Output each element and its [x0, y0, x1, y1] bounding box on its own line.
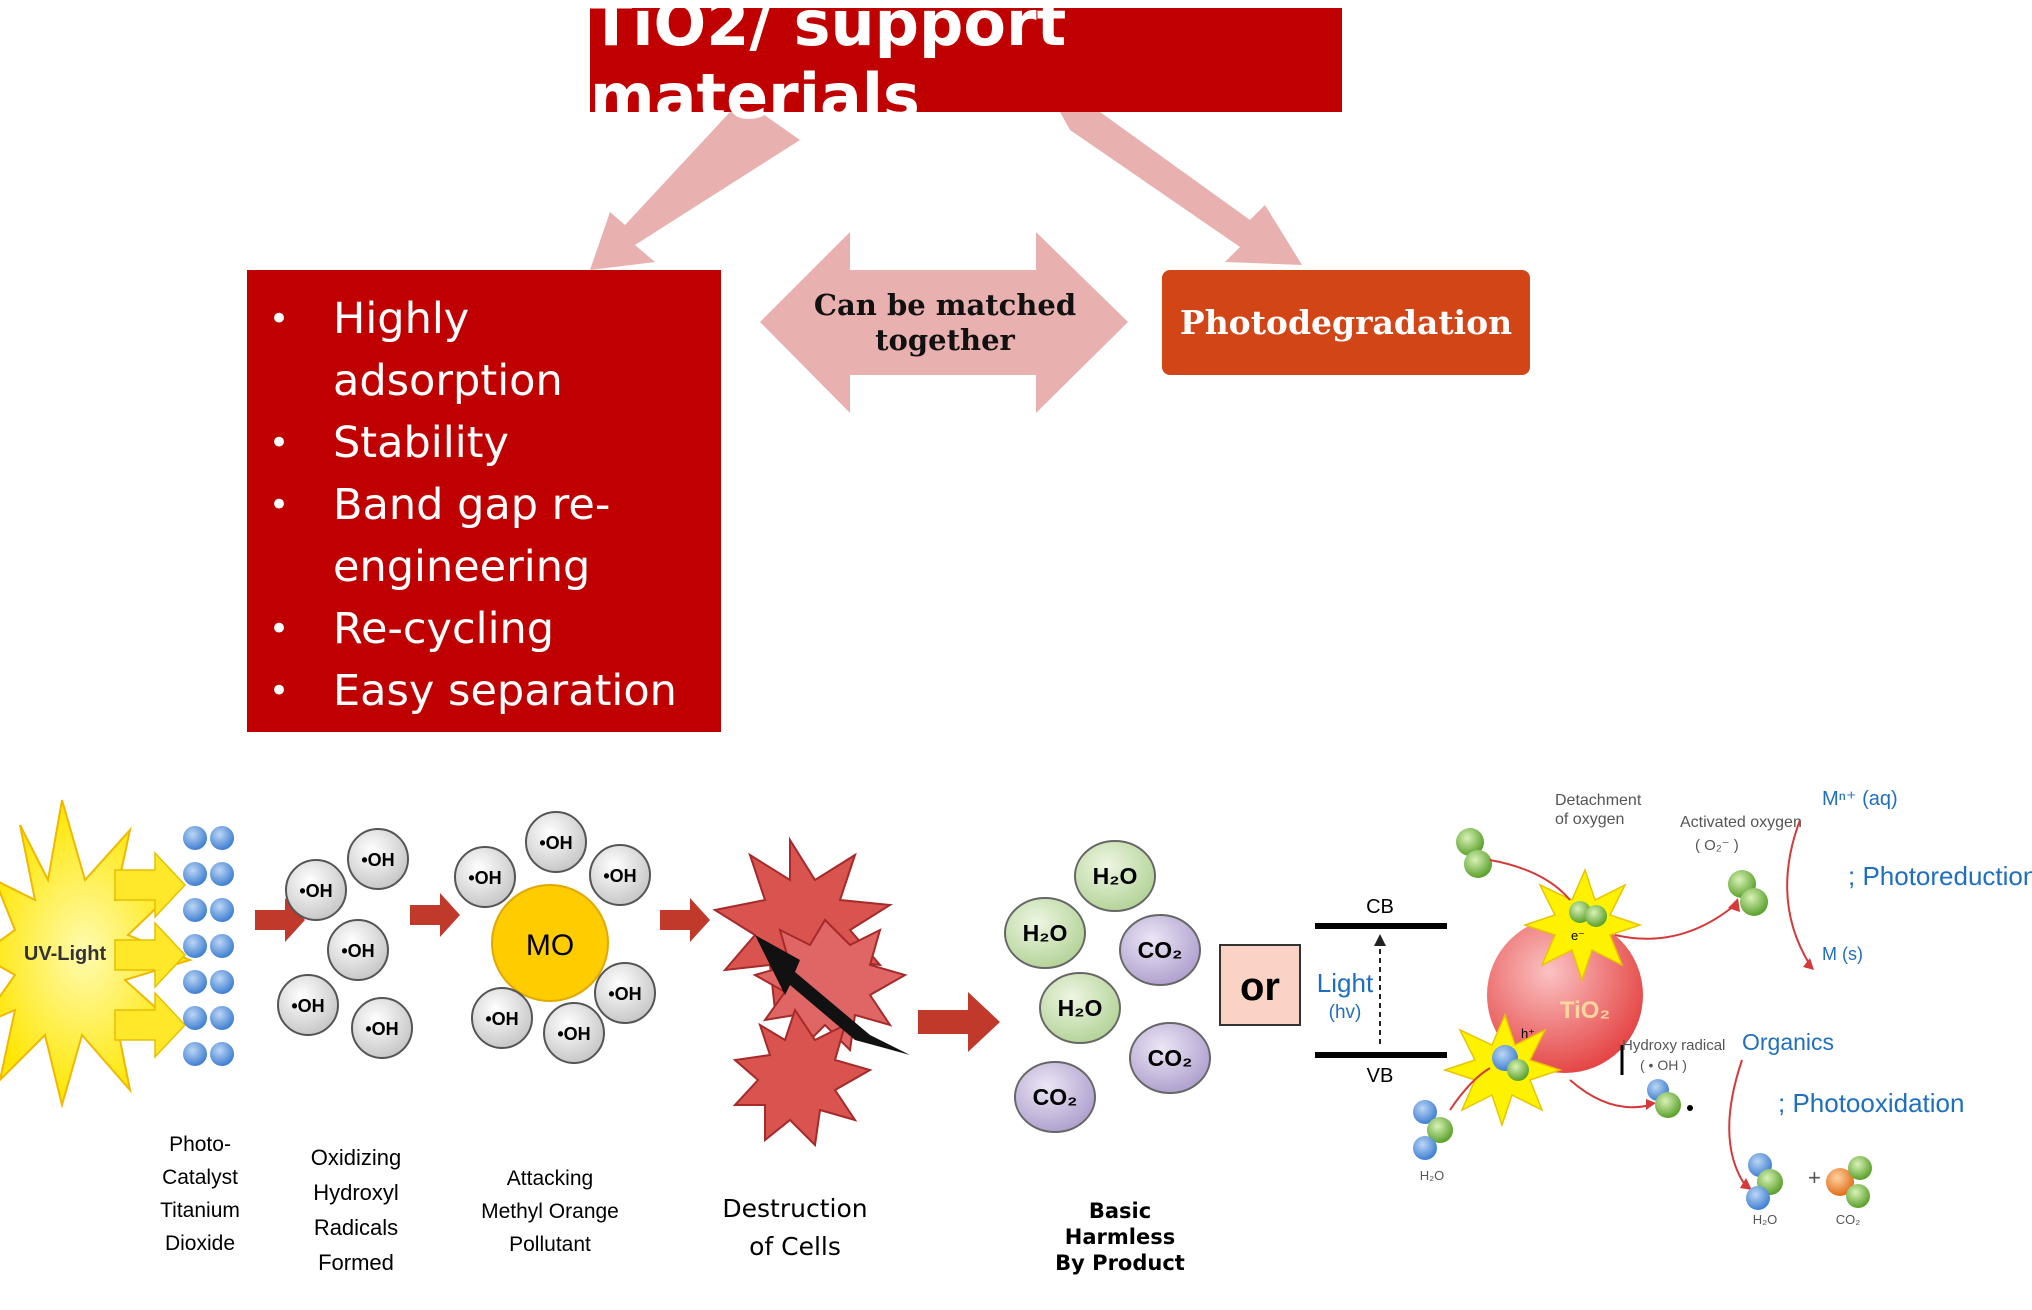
- caption-catalyst: Photo- Catalyst Titanium Dioxide: [160, 1133, 240, 1255]
- caption-hydroxyl: Oxidizing Hydroxyl Radicals Formed: [310, 1145, 402, 1275]
- co2-label: CO₂: [1033, 1084, 1078, 1110]
- mn-label: Mⁿ⁺ (aq): [1822, 788, 1898, 810]
- e-label: e⁻: [1571, 928, 1585, 943]
- property-item: Highly adsorption: [269, 288, 711, 412]
- mo-label: MO: [526, 929, 574, 962]
- byproduct-group: H₂O H₂O CO₂ H₂O CO₂ CO₂: [1004, 840, 1211, 1133]
- h-label: h⁺: [1521, 1026, 1535, 1041]
- uv-arrow: [114, 921, 187, 989]
- detachment-line: of oxygen: [1555, 811, 1624, 828]
- oh-label: •OH: [365, 1019, 398, 1039]
- title-box: TiO2/ support materials: [590, 0, 1342, 133]
- oh-label: •OH: [468, 868, 501, 888]
- photooxidation-label: ; Photooxidation: [1778, 1088, 1964, 1118]
- tio2-mech-label: TiO₂: [1560, 997, 1610, 1024]
- hydroxy-formula: ( • OH ): [1640, 1057, 1687, 1073]
- cb-label: CB: [1366, 896, 1394, 918]
- caption-harmless: Basic Harmless By Product: [1055, 1199, 1185, 1275]
- band-diagram: CB VB Light (hv): [1315, 896, 1447, 1087]
- arrow-to-properties: [590, 112, 800, 270]
- process-arrow: [918, 992, 1000, 1052]
- activated-formula: ( O₂⁻ ): [1695, 837, 1739, 854]
- matched-label: Can be matched together: [813, 288, 1077, 357]
- photocatalysis-mechanism: TiO₂ e⁻ h⁺ Detachment of oxygen Activated…: [1413, 788, 2032, 1227]
- h2o-product-label: H₂O: [1753, 1212, 1778, 1227]
- process-arrow: [410, 893, 460, 937]
- h2o-label: H₂O: [1093, 863, 1138, 889]
- oh-label: •OH: [291, 996, 324, 1016]
- organics-label: Organics: [1742, 1029, 1834, 1055]
- photoreduction-label: ; Photoreduction: [1848, 861, 2032, 891]
- oh-label: •OH: [557, 1024, 590, 1044]
- uv-light-label: UV-Light: [24, 943, 107, 965]
- caption-destruction: Destruction of Cells: [722, 1194, 868, 1261]
- process-diagram: UV-Light •OH •OH •OH •OH •OH MO •OH •: [0, 788, 2032, 1227]
- or-box: [1219, 944, 1301, 1026]
- methyl-orange-group: MO •OH •OH •OH •OH •OH •OH: [454, 811, 656, 1064]
- h2o-label: H₂O: [1023, 920, 1068, 946]
- top-arrows: [590, 112, 1302, 413]
- co2-label: CO₂: [1138, 937, 1183, 963]
- vb-label: VB: [1367, 1065, 1394, 1087]
- properties-box: Highly adsorption Stability Band gap re-…: [247, 270, 721, 732]
- process-arrow: [660, 898, 710, 942]
- detachment-line: Detachment: [1555, 792, 1642, 809]
- oh-label: •OH: [485, 1009, 518, 1029]
- oh-label: •OH: [361, 850, 394, 870]
- property-item: Band gap re-engineering: [269, 474, 711, 598]
- caption-attacking: Attacking Methyl Orange Pollutant: [481, 1167, 619, 1256]
- oh-label: •OH: [603, 866, 636, 886]
- oh-label: •OH: [539, 833, 572, 853]
- property-item: Re-cycling: [269, 598, 711, 660]
- co2-label: CO₂: [1148, 1045, 1193, 1071]
- destruction-icon: [712, 836, 910, 1148]
- oh-label: •OH: [299, 881, 332, 901]
- photodegradation-box: Photodegradation: [1162, 270, 1530, 375]
- light-label: Light: [1317, 968, 1374, 998]
- property-item: Stability: [269, 412, 711, 474]
- hydroxyl-group: •OH •OH •OH •OH •OH: [277, 828, 413, 1059]
- properties-list: Highly adsorption Stability Band gap re-…: [247, 288, 711, 722]
- tio2-particles: [183, 826, 234, 1066]
- oh-label: •OH: [608, 984, 641, 1004]
- m-s-label: M (s): [1822, 944, 1863, 964]
- plus-sign: +: [1808, 1165, 1821, 1190]
- uv-arrow: [114, 991, 187, 1059]
- photodegradation-text: Photodegradation: [1179, 303, 1513, 342]
- oh-label: •OH: [341, 941, 374, 961]
- h2o-mech-label: H₂O: [1420, 1168, 1445, 1183]
- co2-product-label: CO₂: [1836, 1212, 1861, 1227]
- activated-label: Activated oxygen: [1680, 814, 1802, 831]
- property-item: Easy separation: [269, 660, 711, 722]
- hv-label: (hv): [1329, 1002, 1362, 1023]
- or-label: or: [1240, 965, 1280, 1009]
- detachment-label: Detachment of oxygen: [1555, 792, 1642, 828]
- h2o-label: H₂O: [1058, 995, 1103, 1021]
- uv-arrow: [114, 851, 187, 919]
- arrow-to-photodegradation: [1060, 112, 1302, 265]
- double-arrow: [760, 232, 1128, 413]
- hydroxy-label: Hydroxy radical: [1622, 1037, 1725, 1054]
- title-text: TiO2/ support materials: [590, 0, 1067, 133]
